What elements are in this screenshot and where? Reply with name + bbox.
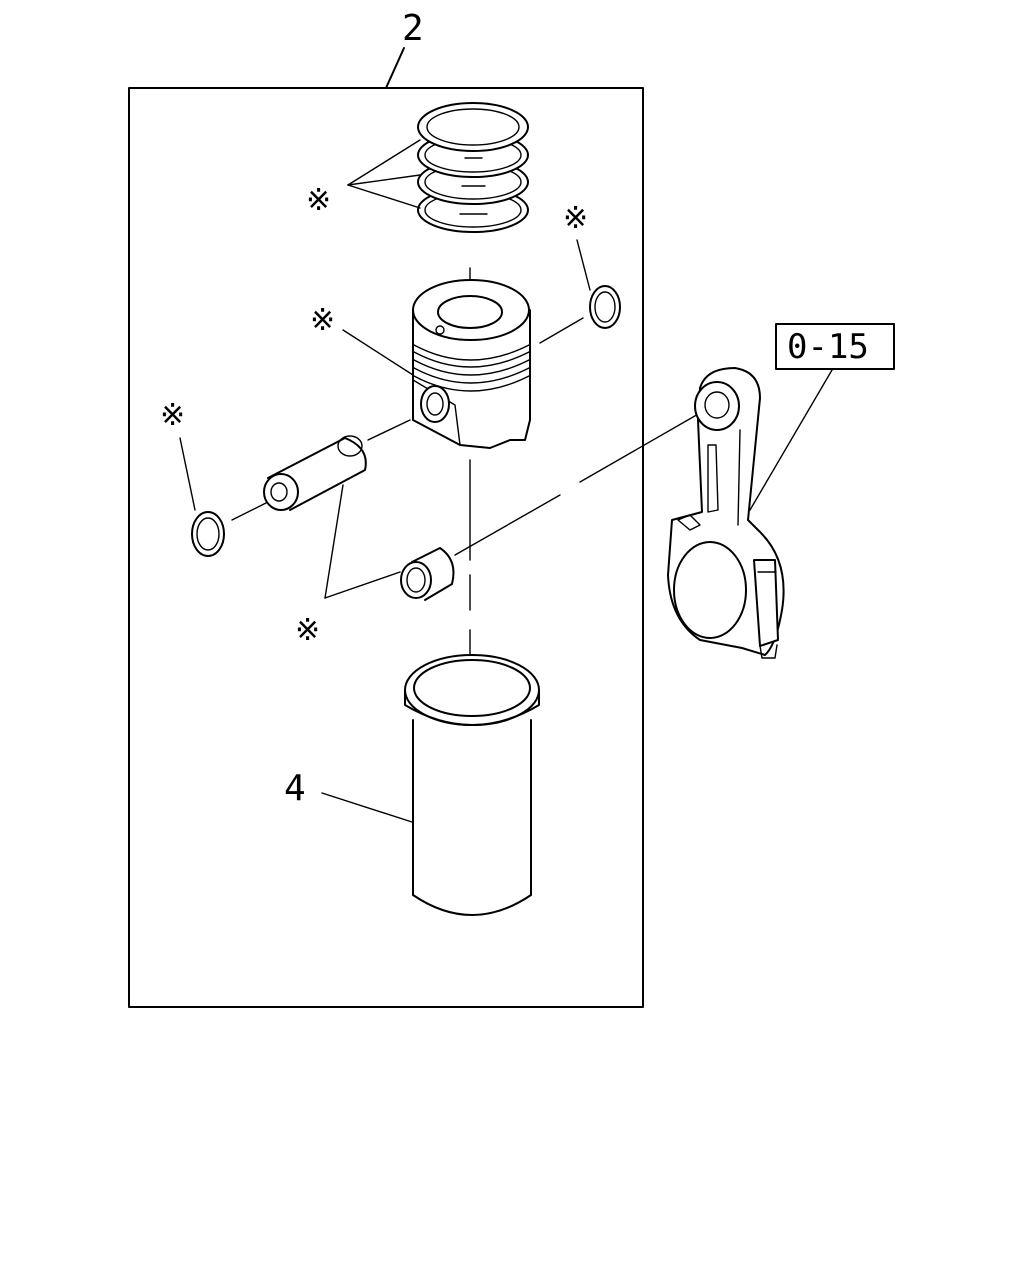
pin-axis — [367, 419, 411, 441]
piston-leader — [342, 329, 414, 376]
piston — [412, 279, 531, 449]
snap-ring-left-leader — [179, 437, 196, 511]
mark-kit-snap-ring-left: ※ — [160, 398, 185, 433]
mark-kit-pin-bushing: ※ — [295, 613, 320, 648]
piston-pin — [263, 435, 367, 511]
reference-box — [775, 323, 895, 370]
assembly-leader — [385, 47, 405, 89]
pin-axis-left — [231, 502, 267, 521]
mark-kit-snap-ring-right: ※ — [563, 201, 588, 236]
callout-liner-number: 4 — [284, 768, 306, 809]
liner-leader — [321, 792, 413, 823]
pin-axis-right — [539, 317, 584, 344]
bushing — [400, 547, 455, 601]
rod-reference-leader — [749, 369, 833, 511]
reference-label: 0-15 — [787, 327, 869, 367]
piston-rings — [417, 102, 529, 233]
snap-ring-left — [191, 511, 225, 557]
connecting-rod — [667, 367, 785, 659]
pin-bushing-leaders — [324, 484, 401, 599]
rod-axis — [454, 412, 701, 556]
mark-kit-rings: ※ — [306, 183, 331, 218]
mark-kit-piston: ※ — [310, 303, 335, 338]
ring-leaders — [347, 139, 421, 209]
cylinder-liner — [404, 654, 540, 916]
snap-ring-right-leader — [576, 239, 591, 291]
callout-assembly-number: 2 — [402, 8, 424, 49]
snap-ring-right — [589, 285, 621, 329]
